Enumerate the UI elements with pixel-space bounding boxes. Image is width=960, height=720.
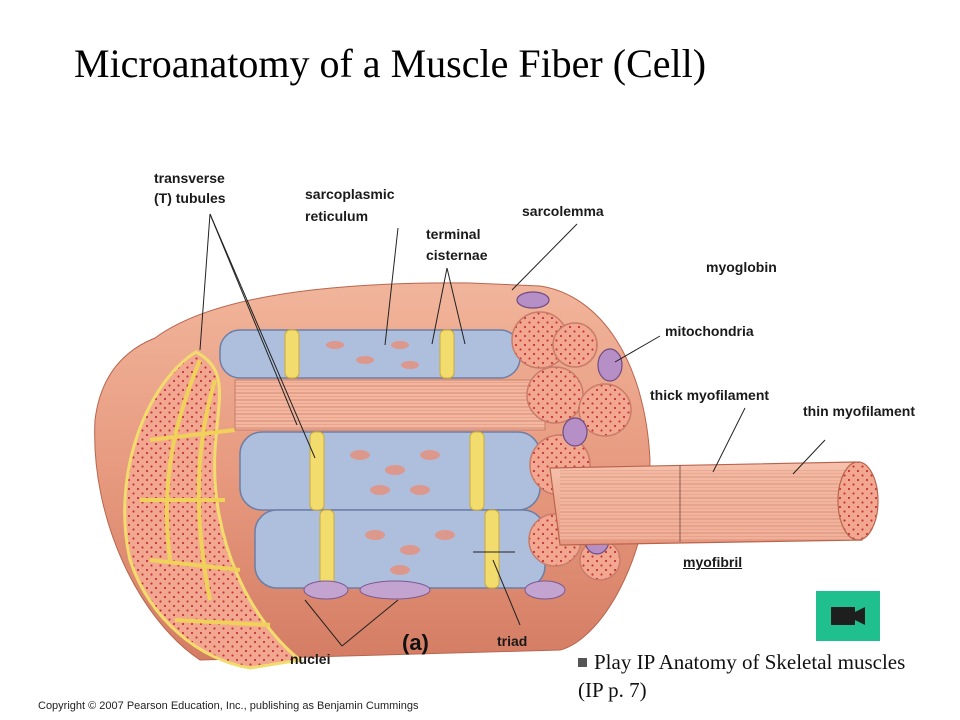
copyright-text: Copyright © 2007 Pearson Education, Inc.… [38, 700, 419, 712]
label-thick-myofilament: thick myofilament [650, 387, 770, 403]
bullet-square-icon [578, 657, 587, 667]
sr-fenestrations [326, 341, 455, 575]
label-triad: triad [497, 633, 528, 649]
nuclei-group [303, 580, 566, 600]
label-terminal-line1: terminal [426, 226, 481, 242]
label-myofibril: myofibril [683, 554, 743, 570]
label-t-tubules-line2: (T) tubules [154, 190, 226, 206]
label-sarcoplasmic-line1: sarcoplasmic [305, 186, 395, 202]
extracted-myofibril [549, 461, 879, 546]
panel-label: (a) [402, 630, 429, 655]
bullet-text: Play IP Anatomy of Skeletal muscles (IP … [578, 650, 906, 702]
play-movie-button[interactable] [816, 591, 880, 641]
label-thin-myofilament: thin myofilament [803, 403, 916, 419]
t-tubule-network [140, 359, 271, 627]
cross-section-face [123, 350, 304, 670]
page-title: Microanatomy of a Muscle Fiber (Cell) [74, 41, 707, 86]
label-nuclei: nuclei [290, 651, 331, 667]
label-mitochondria: mitochondria [665, 323, 754, 339]
label-myoglobin: myoglobin [706, 259, 777, 275]
video-camera-icon [831, 607, 865, 625]
terminal-cisternae-bands [284, 329, 500, 589]
play-ip-bullet[interactable]: Play IP Anatomy of Skeletal muscles (IP … [578, 648, 908, 704]
leader-lines [199, 213, 826, 647]
label-terminal-line2: cisternae [426, 247, 488, 263]
label-sarcoplasmic-line2: reticulum [305, 208, 369, 224]
label-t-tubules-line1: transverse [154, 170, 225, 186]
myofibril-row-top [219, 329, 546, 431]
label-sarcolemma: sarcolemma [522, 203, 604, 219]
